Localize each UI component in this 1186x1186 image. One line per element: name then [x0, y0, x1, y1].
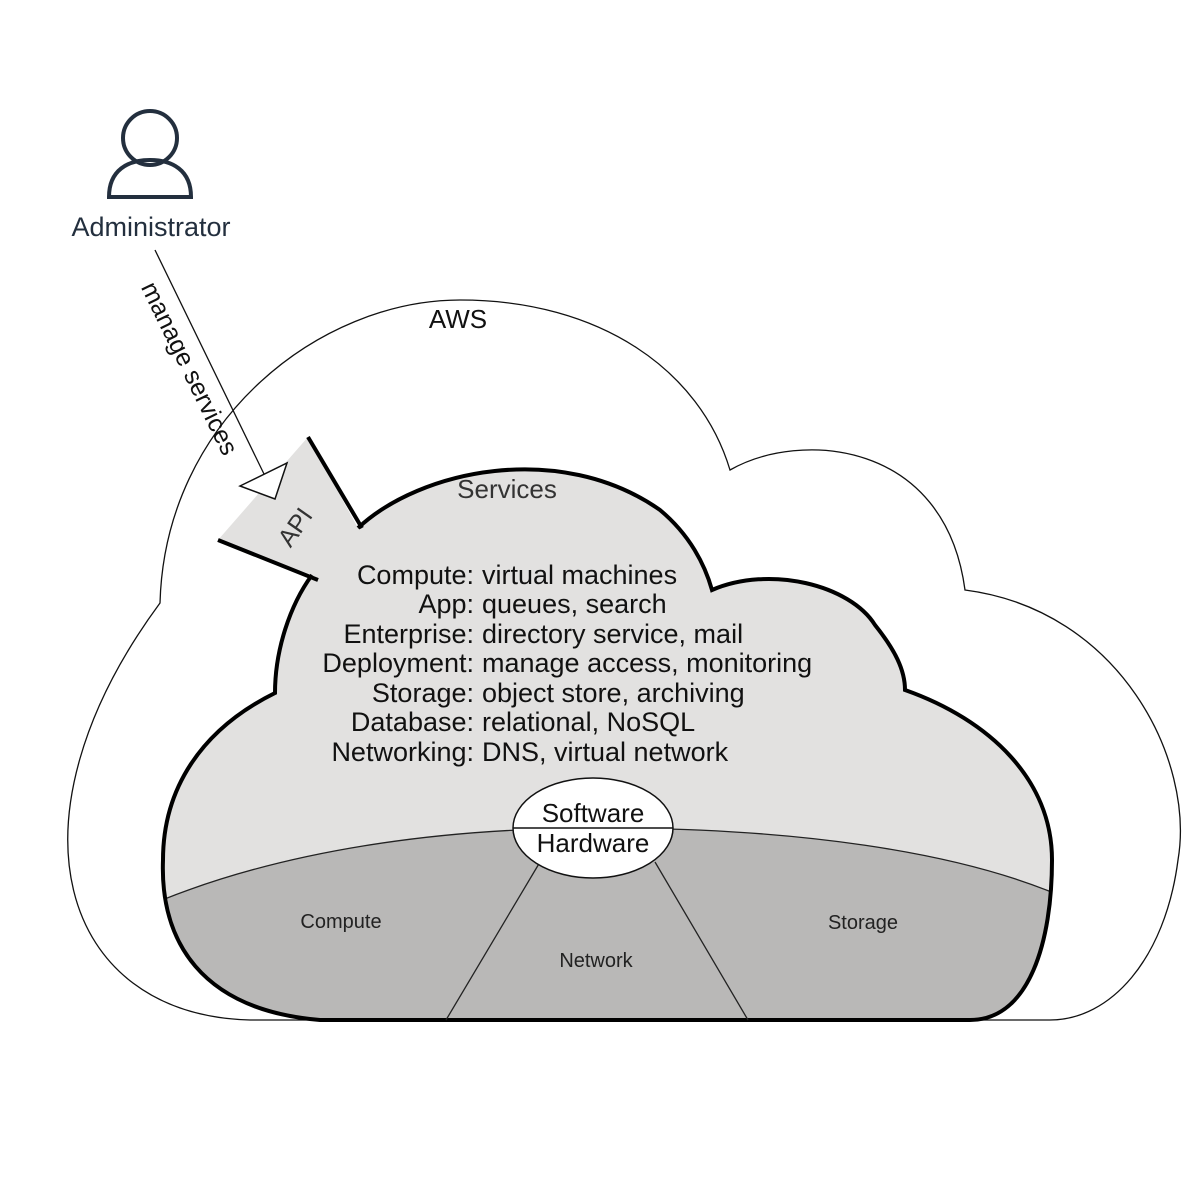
user-icon — [106, 109, 194, 199]
hardware-compute: Compute — [300, 911, 381, 933]
api-arrow-edge-lower — [217, 538, 319, 582]
hardware-label: Hardware — [537, 828, 650, 858]
service-items: DNS, virtual network — [482, 737, 729, 767]
software-label: Software — [542, 798, 645, 828]
manage-services-label: manage services — [135, 277, 243, 459]
service-items: virtual machines — [482, 560, 677, 590]
service-category: Networking: — [331, 737, 474, 767]
service-category: Compute: — [357, 560, 474, 590]
aws-label: AWS — [429, 304, 487, 334]
service-items: directory service, mail — [482, 619, 743, 649]
service-category: Storage: — [372, 678, 474, 708]
service-items: relational, NoSQL — [482, 707, 695, 737]
arrowhead-icon — [238, 461, 289, 500]
services-list: Compute: virtual machines App: queues, s… — [322, 560, 812, 767]
hardware-network: Network — [559, 950, 633, 972]
api-arrow-edge-upper — [306, 435, 364, 530]
service-items: object store, archiving — [482, 678, 745, 708]
administrator-label: Administrator — [71, 212, 230, 242]
services-outline — [160, 467, 1055, 1022]
divider-right — [654, 861, 749, 1021]
hardware-storage: Storage — [828, 912, 898, 934]
manage-services-connector — [154, 249, 265, 475]
services-label: Services — [457, 474, 557, 504]
service-category: App: — [418, 589, 474, 619]
service-category: Database: — [351, 707, 474, 737]
service-category: Deployment: — [322, 648, 474, 678]
service-items: manage access, monitoring — [482, 648, 812, 678]
software-hardware-boundary: Software Hardware — [512, 777, 674, 879]
service-items: queues, search — [482, 589, 667, 619]
service-category: Enterprise: — [343, 619, 474, 649]
divider-left — [445, 861, 541, 1021]
